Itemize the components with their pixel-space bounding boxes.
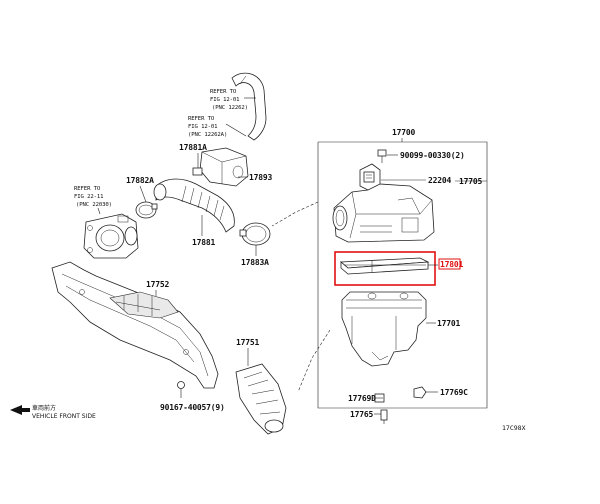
part-17700[interactable]: 17700 [392, 128, 416, 137]
part-17769c[interactable]: 17769C [440, 388, 468, 397]
ref-note-1-line1: REFER TO [210, 89, 237, 95]
part-17801[interactable]: 17801 [440, 260, 464, 269]
ref-note-3-line3: (PNC 22030) [76, 202, 112, 208]
ref-note-1-line3: (PNC 12262) [212, 105, 248, 111]
figure-code: 17C98X [502, 424, 526, 432]
hose-clamp-icon [135, 201, 158, 219]
part-17883a[interactable]: 17883A [241, 258, 269, 267]
air-inlet-icon [235, 363, 287, 435]
part-17705[interactable]: 17705 [459, 177, 483, 186]
part-17701[interactable]: 17701 [437, 319, 461, 328]
ref-note-1-line2: FIG 12-01 [210, 97, 239, 103]
part-90167-40057[interactable]: 90167-40057(9) [160, 403, 225, 412]
clamp-icon [192, 167, 203, 176]
highlight-box [334, 251, 436, 286]
grommet-icon [374, 393, 385, 403]
part-17769d[interactable]: 17769D [348, 394, 376, 403]
part-17893[interactable]: 17893 [249, 173, 273, 182]
part-17751[interactable]: 17751 [236, 338, 260, 347]
ref-note-3-line1: REFER TO [74, 186, 101, 192]
ref-note-2-line1: REFER TO [188, 116, 215, 122]
part-17752[interactable]: 17752 [146, 280, 170, 289]
grommet-icon [413, 386, 427, 399]
direction-label-en: VEHICLE FRONT SIDE [32, 413, 96, 420]
connection-line [297, 329, 331, 393]
ref-note-2-line2: FIG 12-01 [188, 124, 217, 130]
part-17765[interactable]: 17765 [350, 410, 374, 419]
ref-note-2-line3: (PNC 12262A) [188, 132, 227, 138]
air-filter-element-icon[interactable] [339, 257, 430, 275]
screw-icon [177, 381, 185, 398]
air-cleaner-cap-icon [332, 183, 435, 243]
front-arrow-icon [10, 405, 30, 415]
bolt-icon [377, 149, 387, 163]
intake-hose-icon [153, 178, 235, 233]
part-17882a[interactable]: 17882A [126, 176, 154, 185]
clip-icon [380, 409, 388, 424]
part-90099-00330[interactable]: 90099-00330(2) [400, 151, 465, 160]
air-cleaner-case-icon [341, 291, 427, 367]
assembly-bracket [317, 141, 488, 409]
part-17881[interactable]: 17881 [192, 238, 216, 247]
part-17881a[interactable]: 17881A [179, 143, 207, 152]
airflow-sensor-icon [359, 163, 381, 193]
connection-line [271, 201, 319, 227]
ref-note-3-line2: FIG 22-11 [74, 194, 103, 200]
breather-hose-icon [231, 72, 267, 141]
throttle-body-icon [83, 213, 139, 259]
resonator-icon [199, 147, 249, 187]
hose-clamp-icon [239, 222, 271, 246]
direction-label-jp: 車両前方 [32, 404, 56, 412]
part-22204[interactable]: 22204 [428, 176, 452, 185]
air-intake-duct-icon [51, 261, 219, 389]
